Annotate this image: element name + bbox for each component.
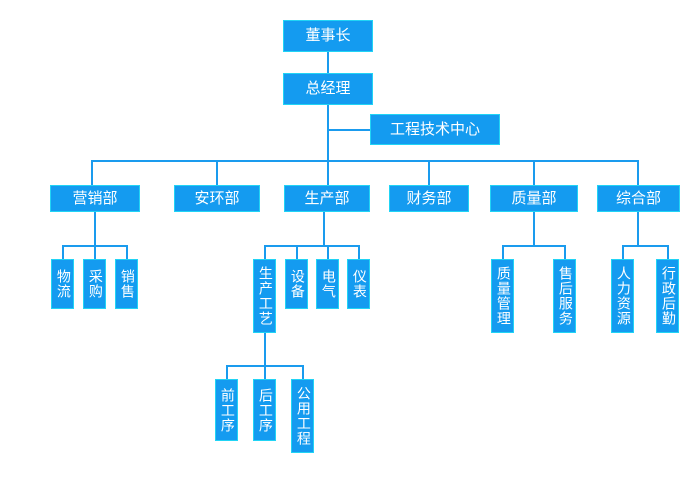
connector-production-bus [264, 245, 359, 247]
connector-drop-after-sales [564, 245, 566, 259]
node-marketing-dept[interactable]: 营销部 [50, 185, 140, 212]
node-front-process[interactable]: 前工序 [215, 379, 238, 441]
node-safety-env-dept[interactable]: 安环部 [174, 185, 260, 212]
node-back-process[interactable]: 后工序 [253, 379, 276, 441]
connector-marketing-trunk [94, 211, 96, 246]
connector-production-trunk [323, 211, 325, 246]
connector-drop-quality [533, 160, 535, 185]
node-engineering-center[interactable]: 工程技术中心 [370, 114, 500, 145]
connector-drop-production-process [264, 245, 266, 259]
connector-drop-sales [126, 245, 128, 259]
connector-general-affairs-trunk [637, 211, 639, 246]
connector-drop-production [327, 160, 329, 185]
node-human-resources[interactable]: 人力资源 [611, 259, 634, 333]
node-equipment[interactable]: 设备 [285, 259, 308, 309]
node-general-manager[interactable]: 总经理 [283, 73, 373, 105]
node-utilities[interactable]: 公用工程 [291, 379, 314, 453]
connector-drop-human-resources [622, 245, 624, 259]
node-instrumentation[interactable]: 仪表 [347, 259, 370, 309]
connector-gm-trunk [327, 104, 329, 161]
connector-quality-trunk [533, 211, 535, 246]
node-production-dept[interactable]: 生产部 [284, 185, 370, 212]
connector-drop-electrical [327, 245, 329, 259]
connector-drop-general-affairs [637, 160, 639, 185]
node-chairman[interactable]: 董事长 [283, 20, 373, 52]
connector-drop-utilities [302, 365, 304, 379]
connector-drop-back-process [264, 365, 266, 379]
node-electrical[interactable]: 电气 [316, 259, 339, 309]
node-administration-logistics[interactable]: 行政后勤 [656, 259, 679, 333]
connector-drop-marketing [91, 160, 93, 185]
node-finance-dept[interactable]: 财务部 [389, 185, 469, 212]
connector-quality-bus [502, 245, 564, 247]
connector-production-process-trunk [264, 333, 266, 366]
connector-drop-front-process [226, 365, 228, 379]
node-production-process[interactable]: 生产工艺 [253, 259, 276, 333]
node-procurement[interactable]: 采购 [83, 259, 106, 309]
connector-drop-finance [428, 160, 430, 185]
connector-drop-quality-management [502, 245, 504, 259]
connector-drop-equipment [296, 245, 298, 259]
connector-gm-to-engineering-center [327, 129, 371, 131]
connector-drop-logistics [62, 245, 64, 259]
node-after-sales-service[interactable]: 售后服务 [553, 259, 576, 333]
node-quality-management[interactable]: 质量管理 [491, 259, 514, 333]
node-general-affairs-dept[interactable]: 综合部 [597, 185, 680, 212]
node-logistics[interactable]: 物流 [51, 259, 74, 309]
connector-drop-safety [216, 160, 218, 185]
connector-department-bus [91, 160, 637, 162]
connector-drop-administration [667, 245, 669, 259]
connector-general-affairs-bus [622, 245, 667, 247]
node-sales[interactable]: 销售 [115, 259, 138, 309]
connector-chairman-to-gm [327, 51, 329, 73]
connector-drop-procurement [94, 245, 96, 259]
node-quality-dept[interactable]: 质量部 [490, 185, 578, 212]
connector-drop-instrumentation [358, 245, 360, 259]
